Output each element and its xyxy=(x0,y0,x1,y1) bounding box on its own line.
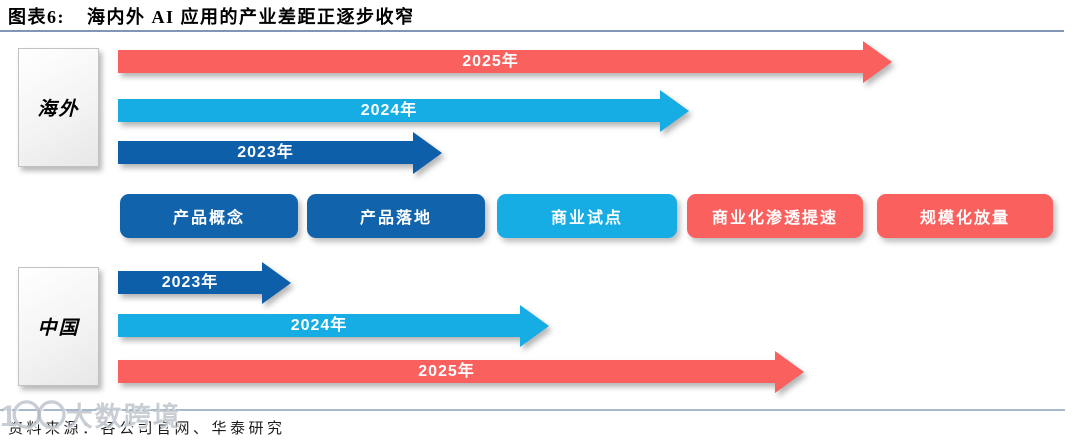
arrow-china-2023: 2023年 xyxy=(118,261,291,304)
arrow-body: 2024年 xyxy=(118,99,660,122)
arrow-head-icon xyxy=(520,304,549,347)
arrow-head-icon xyxy=(660,89,689,132)
arrow-body: 2023年 xyxy=(118,141,413,164)
arrow-head-icon xyxy=(262,261,291,304)
figure-title: 海内外 AI 应用的产业差距正逐步收窄 xyxy=(87,7,415,27)
arrow-body: 2025年 xyxy=(118,50,863,73)
figure-title-row: 图表6: 海内外 AI 应用的产业差距正逐步收窄 xyxy=(8,3,415,29)
stage-label: 规模化放量 xyxy=(919,210,1010,227)
arrow-year-label: 2024年 xyxy=(360,101,418,119)
source-note: 资料来源：各公司官网、华泰研究 xyxy=(8,421,286,437)
stage-label: 商业试点 xyxy=(550,210,623,227)
stage-box-commercial-pilot: 商业试点 xyxy=(497,194,677,238)
arrow-year-label: 2024年 xyxy=(290,316,348,334)
arrow-year-label: 2025年 xyxy=(462,52,519,70)
row-label-china: 中国 xyxy=(18,267,99,386)
arrow-head-icon xyxy=(863,40,892,83)
stage-label: 产品概念 xyxy=(172,210,245,227)
stage-label: 产品落地 xyxy=(359,210,432,227)
row-label-overseas: 海外 xyxy=(18,48,99,167)
arrow-overseas-2025: 2025年 xyxy=(118,40,892,83)
arrow-head-icon xyxy=(413,131,442,174)
arrow-overseas-2024: 2024年 xyxy=(118,89,689,132)
footer-divider-line xyxy=(0,409,1065,411)
stage-label: 商业化渗透提速 xyxy=(711,210,838,227)
stage-box-scale-up: 规模化放量 xyxy=(877,194,1053,238)
arrow-body: 2024年 xyxy=(118,314,520,337)
arrow-china-2024: 2024年 xyxy=(118,304,549,347)
watermark-logo-icon: 1〇〇 xyxy=(0,400,67,433)
row-label-overseas-text: 海外 xyxy=(37,99,80,120)
title-divider-line xyxy=(0,30,1064,32)
arrow-year-label: 2025年 xyxy=(418,362,475,380)
arrow-china-2025: 2025年 xyxy=(118,350,804,393)
watermark-brand-text: 大数跨境 xyxy=(65,401,182,432)
arrow-year-label: 2023年 xyxy=(237,143,294,161)
arrow-head-icon xyxy=(775,350,804,393)
watermark: 1〇〇 大数跨境 xyxy=(0,402,182,432)
row-label-china-text: 中国 xyxy=(37,318,80,339)
arrow-body: 2025年 xyxy=(118,360,775,383)
stage-box-product-landing: 产品落地 xyxy=(307,194,485,238)
arrow-year-label: 2023年 xyxy=(161,273,219,291)
stage-box-commercial-penetration: 商业化渗透提速 xyxy=(687,194,863,238)
stage-box-product-concept: 产品概念 xyxy=(120,194,298,238)
figure-number-label: 图表6: xyxy=(8,7,65,27)
arrow-body: 2023年 xyxy=(118,271,262,294)
arrow-overseas-2023: 2023年 xyxy=(118,131,442,174)
